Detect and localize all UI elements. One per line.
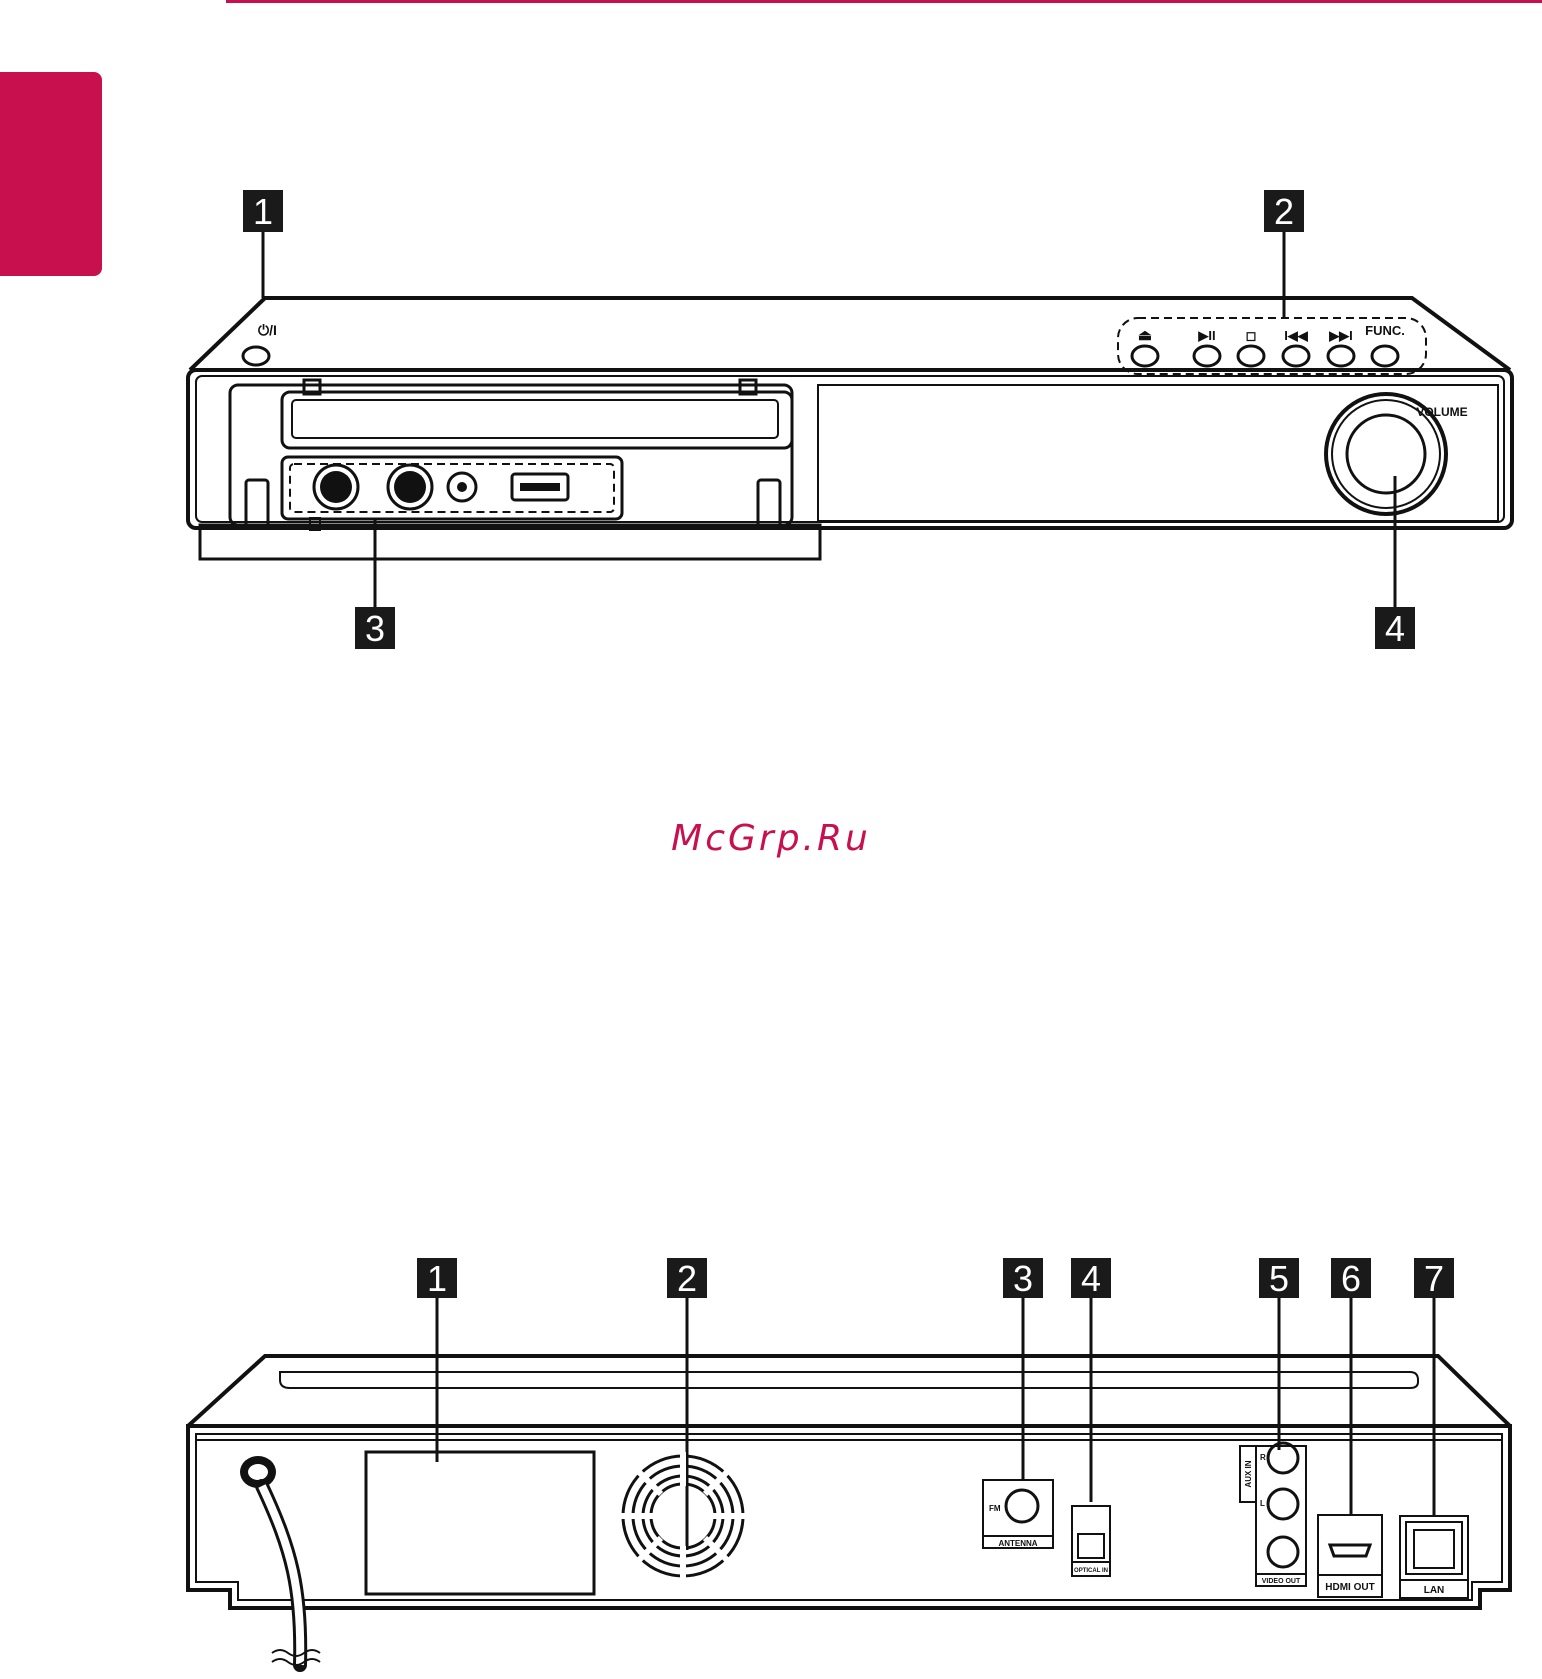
power-cord xyxy=(240,1456,320,1665)
svg-text:FUNC.: FUNC. xyxy=(1365,323,1405,338)
stop-button: ◻ xyxy=(1238,328,1264,366)
svg-text:◻: ◻ xyxy=(1246,328,1257,343)
rear-callout-3: 3 xyxy=(1003,1258,1043,1480)
mic-jack-2 xyxy=(388,465,432,509)
svg-text:1: 1 xyxy=(427,1258,447,1299)
svg-text:5: 5 xyxy=(1269,1258,1289,1299)
svg-text:6: 6 xyxy=(1341,1258,1361,1299)
mic-jack-1 xyxy=(314,465,358,509)
svg-text:2: 2 xyxy=(1274,191,1294,232)
svg-text:7: 7 xyxy=(1424,1258,1444,1299)
func-button: FUNC. xyxy=(1365,323,1405,366)
svg-text:ANTENNA: ANTENNA xyxy=(998,1539,1037,1548)
svg-text:4: 4 xyxy=(1385,608,1405,649)
svg-text:LAN: LAN xyxy=(1424,1585,1445,1596)
rear-callout-4: 4 xyxy=(1071,1258,1111,1502)
svg-text:⏻/I: ⏻/I xyxy=(258,322,277,338)
svg-text:HDMI OUT: HDMI OUT xyxy=(1325,1582,1374,1593)
front-callout-3: 3 xyxy=(355,520,395,649)
svg-text:⏏: ⏏ xyxy=(1138,327,1152,344)
svg-text:L: L xyxy=(1260,1499,1265,1508)
skip-forward-button: ▶▶I xyxy=(1328,328,1354,366)
svg-text:2: 2 xyxy=(677,1258,697,1299)
svg-text:1: 1 xyxy=(253,191,273,232)
svg-text:▶II: ▶II xyxy=(1197,328,1215,343)
front-callout-1: 1 xyxy=(243,190,283,298)
svg-text:R: R xyxy=(1260,1453,1266,1462)
optical-in-port: OPTICAL IN xyxy=(1072,1506,1110,1576)
top-button-group: ⏏ ▶II ◻ I◀◀ ▶▶I FUNC. xyxy=(1118,318,1426,374)
svg-text:I◀◀: I◀◀ xyxy=(1284,328,1309,343)
rear-callout-2: 2 xyxy=(667,1258,707,1550)
play-pause-button: ▶II xyxy=(1194,328,1220,366)
rear-callout-6: 6 xyxy=(1331,1258,1371,1515)
aux-in-video-out-jacks: AUX IN R L VIDEO OUT xyxy=(1240,1443,1306,1586)
speaker-terminal-block xyxy=(366,1452,594,1594)
hdmi-out-port: HDMI OUT xyxy=(1318,1515,1382,1597)
skip-back-button: I◀◀ xyxy=(1283,328,1309,366)
cooling-fan xyxy=(619,1452,747,1580)
svg-text:FM: FM xyxy=(989,1504,1001,1513)
svg-text:OPTICAL IN: OPTICAL IN xyxy=(1074,1568,1108,1574)
svg-text:4: 4 xyxy=(1081,1258,1101,1299)
fm-antenna-jack: FM ANTENNA xyxy=(983,1480,1053,1548)
usb-port xyxy=(512,474,568,500)
svg-text:3: 3 xyxy=(365,608,385,649)
svg-text:AUX IN: AUX IN xyxy=(1244,1460,1253,1487)
watermark: McGrp.Ru xyxy=(0,818,1542,859)
volume-knob: VOLUME xyxy=(1326,394,1468,514)
svg-text:VIDEO OUT: VIDEO OUT xyxy=(1262,1578,1301,1585)
svg-text:▶▶I: ▶▶I xyxy=(1328,328,1353,343)
power-button: ⏻/I xyxy=(243,322,277,365)
front-input-panel xyxy=(282,457,622,519)
port-in-jack xyxy=(448,473,476,501)
rear-panel-diagram: 1 2 3 4 5 6 7 xyxy=(0,1250,1542,1679)
svg-text:3: 3 xyxy=(1013,1258,1033,1299)
lan-port: LAN xyxy=(1400,1516,1468,1598)
rear-callout-1: 1 xyxy=(417,1258,457,1462)
rear-callout-7: 7 xyxy=(1414,1258,1454,1515)
eject-button: ⏏ xyxy=(1132,327,1158,366)
top-rule xyxy=(226,0,1542,3)
front-panel-diagram: 1 2 ⏻/I xyxy=(0,180,1542,680)
